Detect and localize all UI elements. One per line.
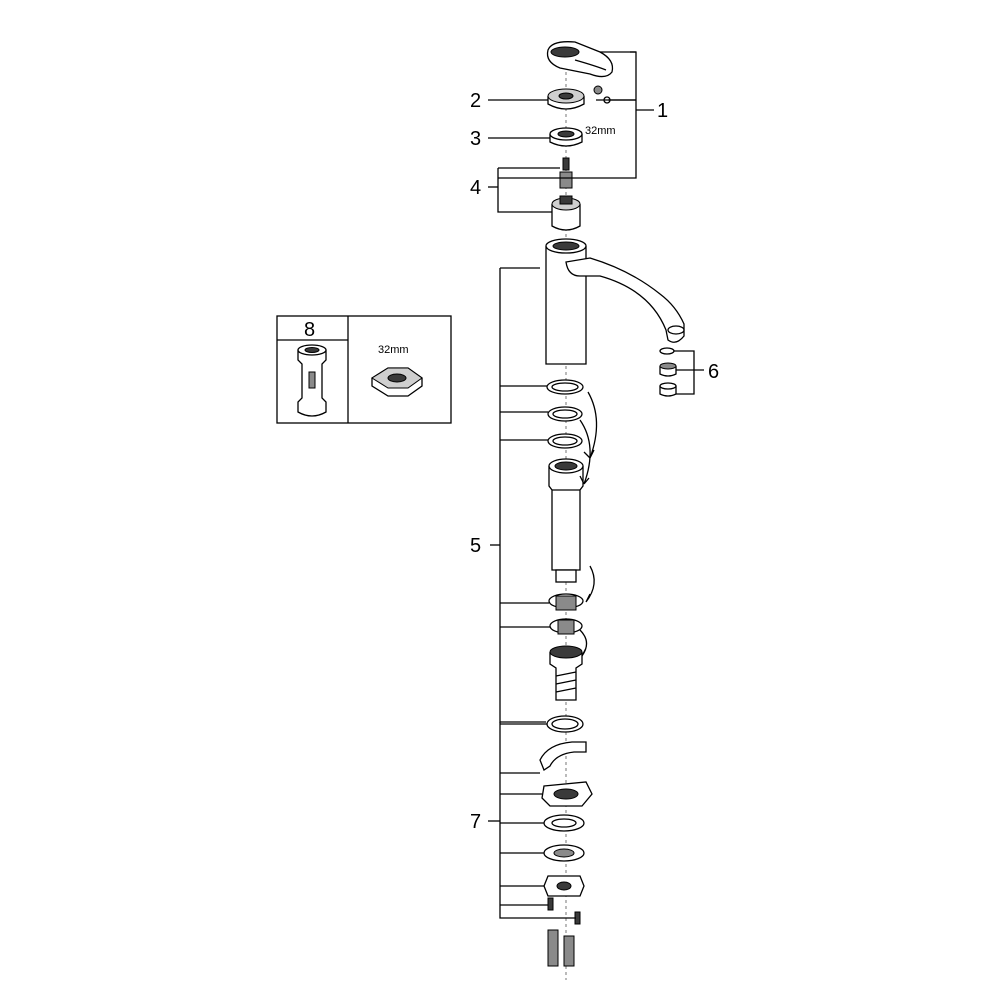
callout-7: 7 <box>470 811 481 833</box>
part-cap <box>547 88 585 110</box>
part-mounting-kit <box>539 715 593 967</box>
service-tools-inset: 8 32mm <box>276 315 452 424</box>
callout-6: 6 <box>708 361 719 383</box>
callout-1: 1 <box>657 100 668 122</box>
callout-2: 2 <box>470 90 481 112</box>
nut-size-label: 32mm <box>585 125 616 137</box>
socket-wrench-tool <box>297 344 327 417</box>
hex-nut-tool <box>371 367 423 397</box>
leader-lines <box>488 51 704 919</box>
part-body-spout <box>545 238 685 365</box>
callout-3: 3 <box>470 128 481 150</box>
callout-8: 8 <box>304 319 315 341</box>
inset-nut-size-label: 32mm <box>378 344 409 356</box>
callout-4: 4 <box>470 177 481 199</box>
part-supply-tube <box>546 379 598 701</box>
part-cartridge <box>551 157 581 231</box>
part-nut <box>549 127 583 147</box>
part-aerator <box>659 347 677 397</box>
callout-5: 5 <box>470 535 481 557</box>
